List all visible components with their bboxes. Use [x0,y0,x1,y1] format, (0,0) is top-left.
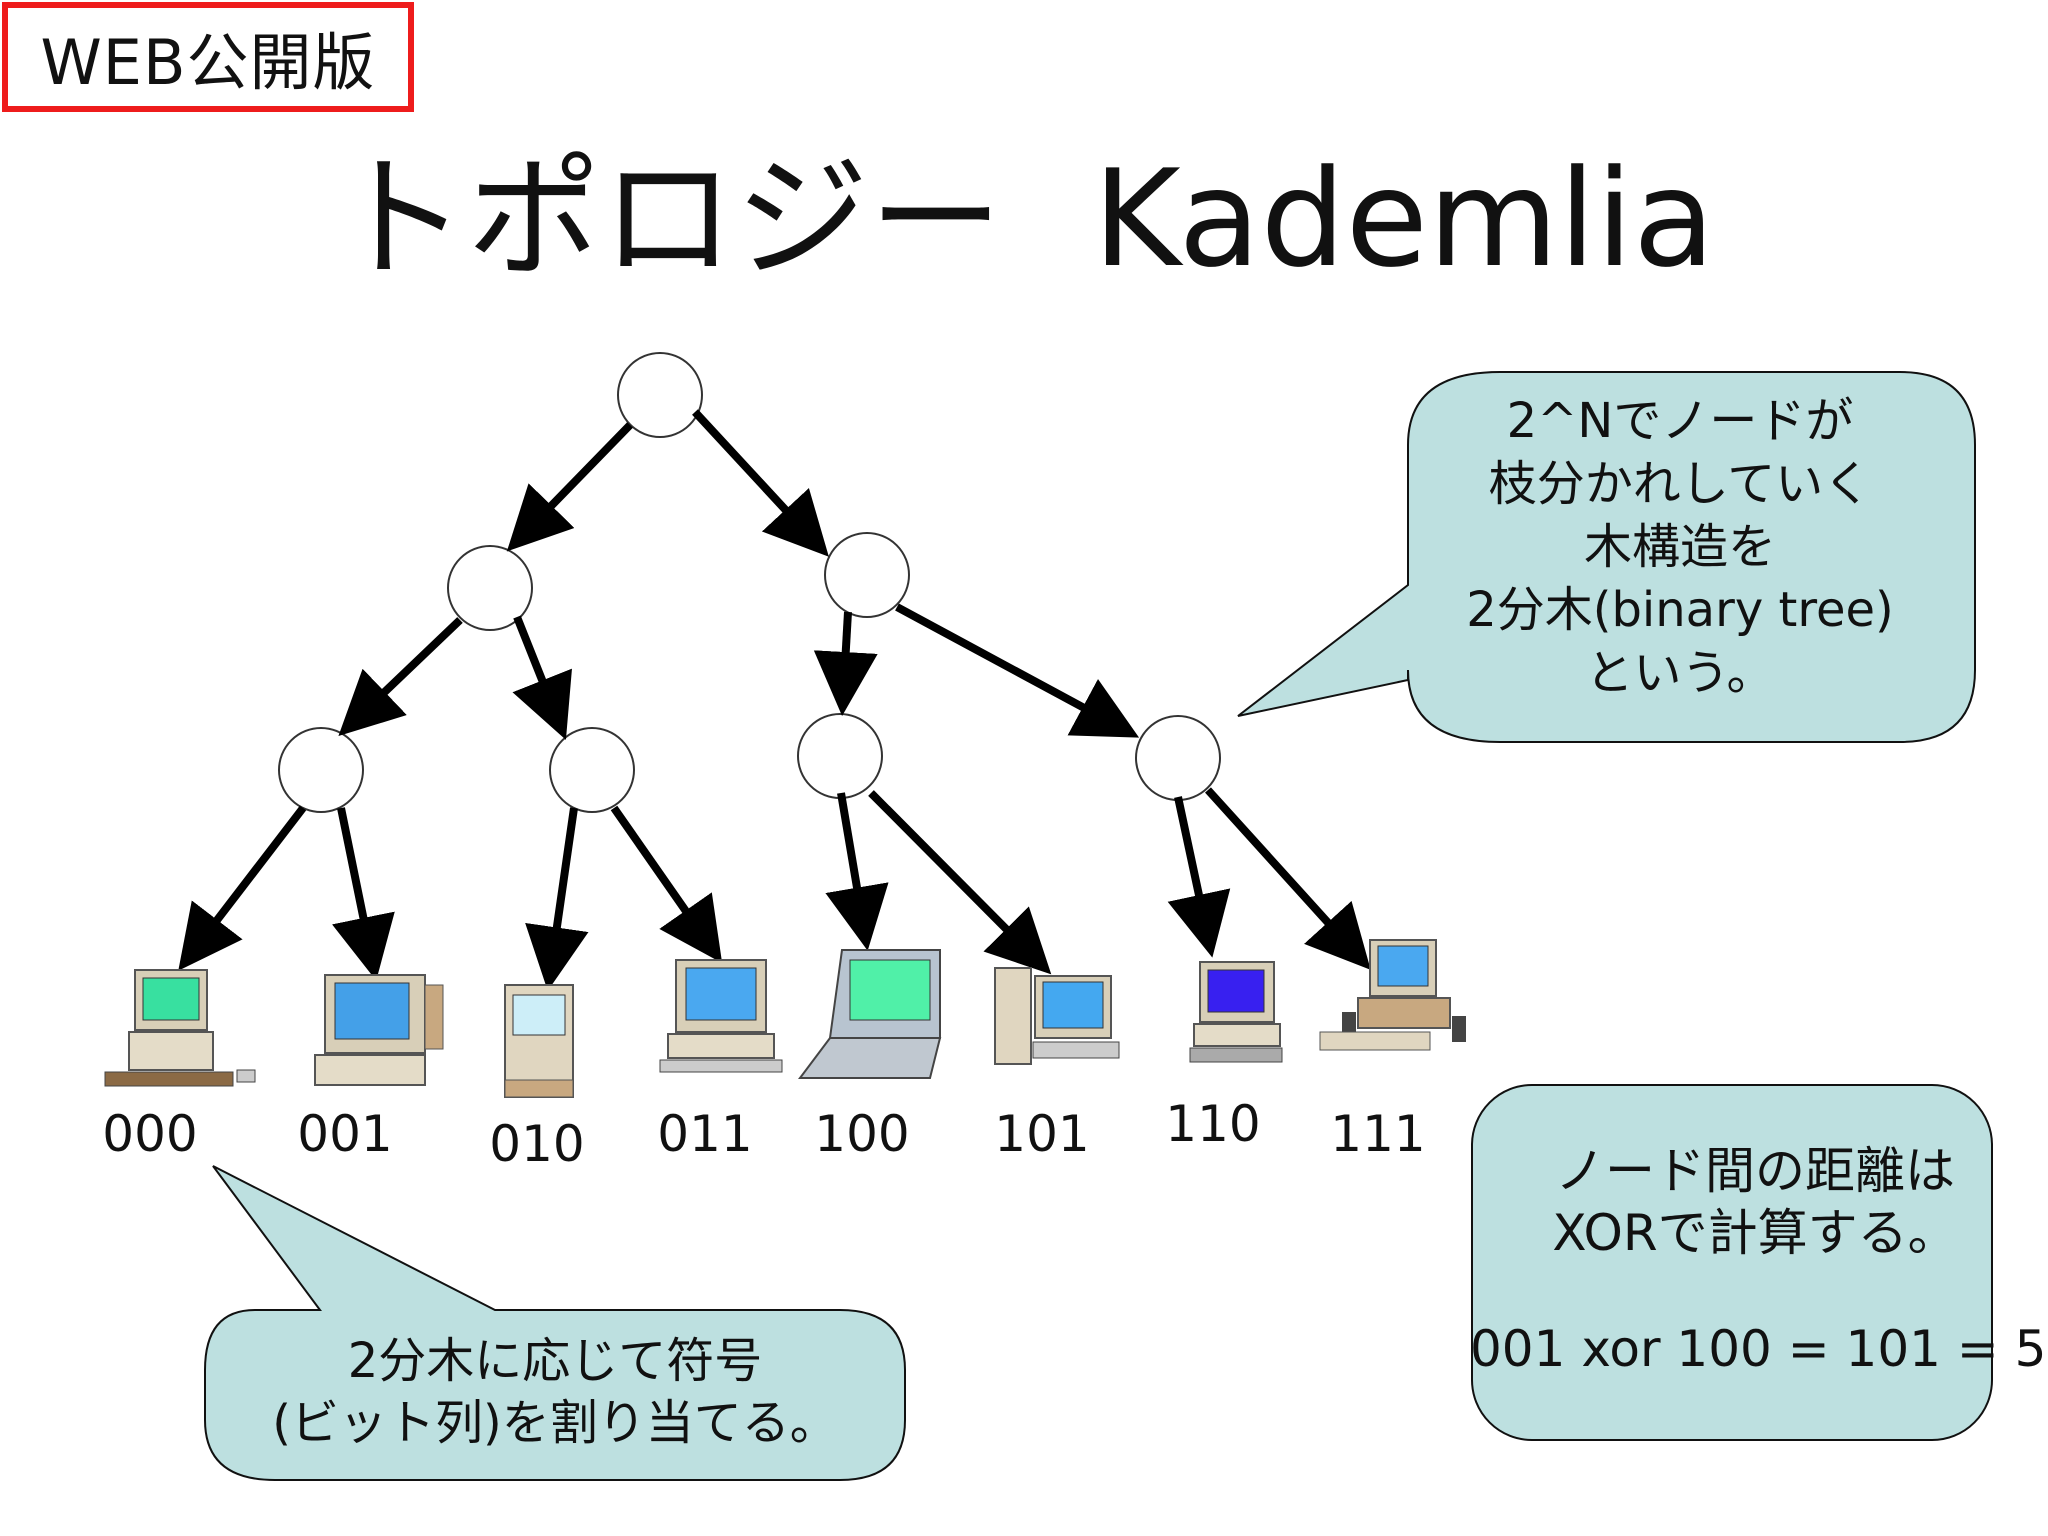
laptop-icon [798,949,942,1079]
edge-root-0 [506,422,633,552]
tower-pc-icon [994,967,1120,1065]
callout-code-line: (ビット列)を割り当てる。 [272,1395,838,1451]
tree-node-00 [278,727,364,813]
edge-root-1 [692,409,829,557]
callout-xor-line: ノード間の距離は [1555,1142,1955,1200]
callout-tree-bubble [1237,371,1976,743]
edge-10-101 [868,790,1052,975]
desktop-pc-icon [659,959,783,1073]
leaf-label-010: 010 [489,1115,585,1173]
callout-code-text: 2分木に応じて符号 (ビット列)を割り当てる。 [210,1330,900,1454]
tree-nodes [278,352,1221,813]
desktop-pc-icon [1189,961,1283,1063]
callout-code-line: 2分木に応じて符号 [347,1333,763,1389]
leaf-label-011: 011 [657,1105,753,1163]
leaf-label-000: 000 [102,1105,198,1163]
edge-01-010 [525,807,589,991]
tree-node-11 [1135,715,1221,801]
edge-00-001 [332,807,395,981]
title-topology: トポロジー [332,141,1003,297]
tree-node-10 [797,713,883,799]
edge-1-11 [895,603,1140,738]
desktop-pc-speakers-icon [1319,939,1466,1051]
edge-0-00 [338,617,463,737]
edge-01-011 [610,805,723,964]
callout-tree-line: 2分木(binary tree) [1466,582,1894,638]
edge-00-000 [178,805,307,971]
callout-code-bubble [204,1165,906,1481]
tree-node-1 [824,532,910,618]
callout-tree-line: 枝分かれしていく [1488,456,1872,512]
tree-node-01 [549,727,635,813]
callout-xor-line: XORで計算する。 [1552,1204,1958,1262]
title-kademlia: Kademlia [1092,141,1716,297]
callout-tree-line: 2^Nでノードが [1506,393,1854,449]
callout-tree-line: という。 [1585,645,1775,701]
tree-node-root [617,352,703,438]
compact-mac-icon [504,984,574,1098]
edge-0-01 [512,615,572,740]
callout-tree-line: 木構造を [1583,519,1776,575]
callout-xor-bubble [1471,1084,1993,1441]
leaf-label-101: 101 [994,1105,1090,1163]
crt-monitor-pc-icon [314,974,444,1086]
xor-formula: 001 xor 100 = 101 = 5 [1470,1320,2047,1378]
leaf-label-001: 001 [297,1105,393,1163]
callout-tree-text: 2^Nでノードが 枝分かれしていく 木構造を 2分木(binary tree) … [1400,390,1960,705]
leaf-label-100: 100 [814,1105,910,1163]
leaf-label-111: 111 [1330,1105,1426,1163]
callout-xor-text: ノード間の距離は XORで計算する。 [1470,1140,2040,1264]
leaf-label-110: 110 [1165,1095,1261,1153]
edge-11-111 [1205,787,1371,970]
tree-node-0 [447,545,533,631]
web-version-badge: WEB公開版 [2,2,414,112]
slide-title: トポロジー Kademlia [0,110,2048,304]
edge-10-100 [825,792,889,951]
edge-1-10 [813,611,878,716]
tree-edges [178,409,1371,991]
edge-11-110 [1167,796,1231,958]
desktop-pc-icon [104,969,256,1087]
badge-label: WEB公開版 [40,26,376,99]
